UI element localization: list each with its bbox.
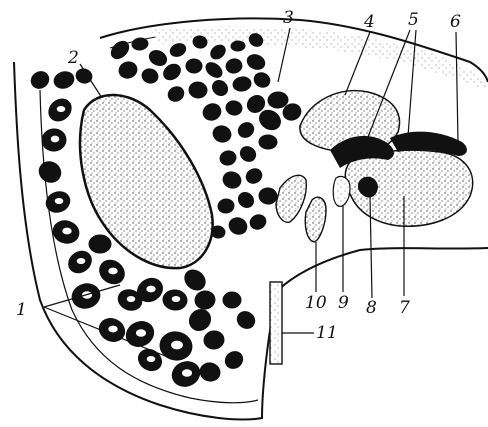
label-1: 1 <box>16 302 27 319</box>
air-cell <box>222 348 246 372</box>
air-cell <box>237 144 258 165</box>
label-11: 11 <box>316 325 338 342</box>
air-cell <box>209 77 230 98</box>
air-cell <box>168 41 187 58</box>
air-cell-highlight <box>54 198 64 205</box>
air-cell <box>232 76 252 93</box>
air-cell <box>223 292 241 308</box>
label-9: 9 <box>338 295 349 312</box>
air-cell-highlight <box>62 227 72 235</box>
air-cell <box>140 67 160 85</box>
air-cell <box>52 69 76 90</box>
air-cell <box>267 91 288 108</box>
air-cell <box>198 361 222 384</box>
air-cell <box>166 84 187 104</box>
air-cell <box>117 60 139 81</box>
air-cell <box>225 99 244 116</box>
air-cell <box>147 48 170 69</box>
air-cell-highlight <box>146 285 156 293</box>
air-cell <box>258 187 278 205</box>
air-cell <box>217 198 235 215</box>
air-cell <box>248 212 269 232</box>
air-cell <box>203 330 225 350</box>
air-cell <box>231 41 246 52</box>
air-cell <box>225 57 244 74</box>
air-cell <box>200 101 223 123</box>
air-cell-highlight <box>108 267 118 275</box>
air-cell-highlight <box>50 135 60 143</box>
air-cell <box>35 158 64 187</box>
air-cell <box>188 81 208 99</box>
air-cell-highlight <box>135 329 146 337</box>
air-cell-highlight <box>171 340 184 350</box>
air-cell-highlight <box>108 325 118 333</box>
air-cell <box>259 135 277 149</box>
label-7: 7 <box>399 300 410 317</box>
air-cell-highlight <box>146 356 156 363</box>
air-cell <box>203 60 225 81</box>
leader-6 <box>456 32 458 142</box>
label-10: 10 <box>305 295 327 312</box>
air-cell <box>221 169 244 191</box>
label-5: 5 <box>408 12 419 29</box>
label-2: 2 <box>68 50 79 67</box>
elongated-cell-10b <box>276 175 306 222</box>
air-cell <box>245 52 267 72</box>
air-cell <box>235 189 256 210</box>
air-cell <box>28 68 52 91</box>
label-8: 8 <box>366 300 377 317</box>
small-light-cell-9 <box>333 176 350 206</box>
air-cell <box>244 166 265 186</box>
air-cell-highlight <box>126 296 136 303</box>
air-cell <box>234 308 258 332</box>
leader-5b <box>408 30 416 136</box>
air-cell <box>252 70 273 90</box>
air-cell <box>211 124 233 145</box>
air-cell <box>185 305 215 335</box>
air-cell <box>108 38 132 62</box>
elongated-cell-10a <box>305 197 326 242</box>
label-6: 6 <box>450 14 461 31</box>
air-cell-highlight <box>56 106 66 113</box>
air-cell-highlight <box>171 296 181 303</box>
air-cell-highlight <box>76 258 86 265</box>
air-cell <box>181 266 209 294</box>
label-4: 4 <box>364 14 375 31</box>
air-cell <box>218 149 237 167</box>
vertical-canal-11 <box>270 282 282 364</box>
air-cell <box>186 59 202 74</box>
air-cell <box>226 215 249 237</box>
label-3: 3 <box>283 10 294 27</box>
air-cell <box>208 42 228 61</box>
air-cell <box>193 289 216 310</box>
air-cell <box>235 120 256 141</box>
air-cell-highlight <box>181 369 192 377</box>
air-cell <box>89 235 111 253</box>
